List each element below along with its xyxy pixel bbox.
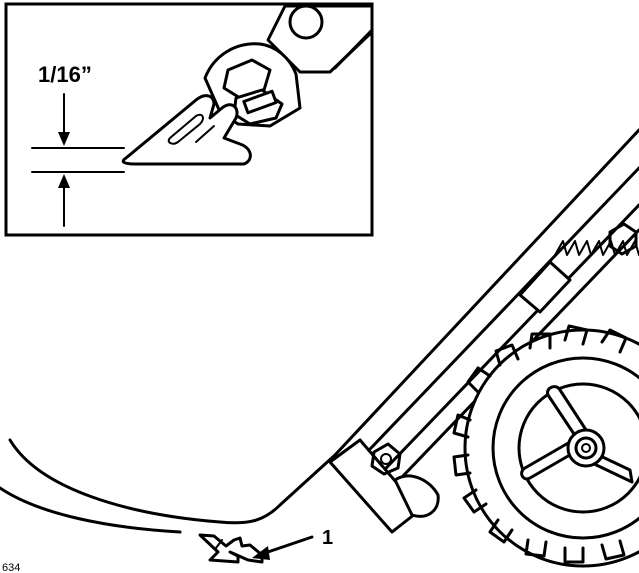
drive-wheel-icon — [452, 324, 639, 568]
tension-spring-icon — [518, 222, 639, 314]
detail-inset: 1/16” — [4, 2, 374, 237]
measurement-label: 1/16” — [38, 62, 92, 87]
scraper-blade-detail-icon — [121, 4, 374, 166]
callout-1: 1 — [252, 527, 333, 560]
clearance-dimension — [31, 93, 125, 227]
callout-number: 1 — [322, 527, 333, 549]
figure-number: 634 — [2, 562, 20, 573]
